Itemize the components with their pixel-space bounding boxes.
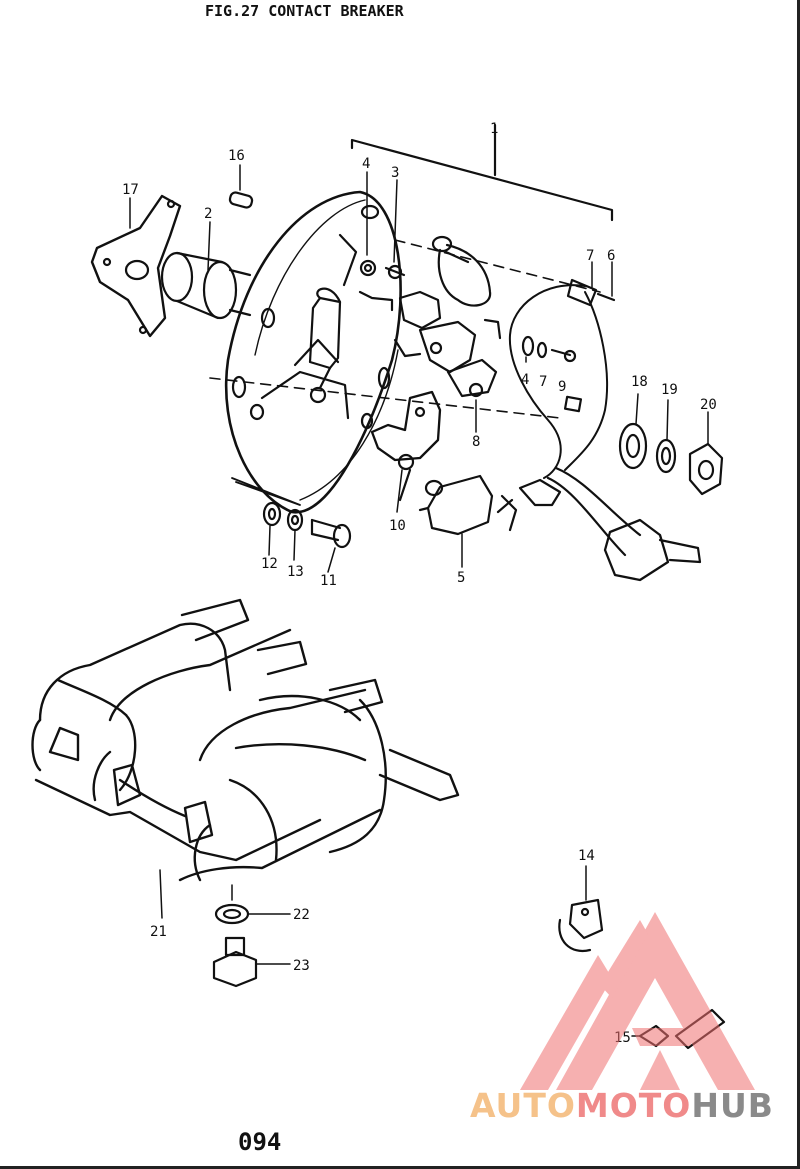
callout-4-right: 4 — [521, 372, 529, 388]
condenser-on-plate — [308, 287, 342, 404]
callout-6: 6 — [607, 248, 615, 264]
breaker-base-plate — [224, 190, 402, 514]
callout-8: 8 — [472, 434, 480, 450]
screw-11 — [310, 518, 352, 549]
page-border-bottom — [0, 1166, 800, 1169]
callout-10: 10 — [389, 518, 406, 534]
nut-20 — [688, 442, 724, 496]
callout-7-right: 7 — [539, 374, 547, 390]
callout-12: 12 — [261, 556, 278, 572]
watermark-moto: MOTO — [575, 1086, 692, 1125]
page-number: 094 — [238, 1128, 282, 1156]
figure-title: FIG.27 CONTACT BREAKER — [205, 2, 404, 20]
condenser-5 — [418, 474, 494, 536]
axis-line-upper — [394, 239, 601, 293]
callout-16: 16 — [228, 148, 245, 164]
wiring-harness — [496, 278, 702, 582]
callout-2: 2 — [204, 206, 212, 222]
watermark-text: AUTOMOTOHUB — [470, 1086, 774, 1125]
watermark-hub: HUB — [691, 1086, 774, 1125]
axis-line-lower — [231, 477, 301, 506]
cam-rotor-2 — [160, 251, 252, 320]
callout-5: 5 — [457, 570, 465, 586]
callout-23: 23 — [293, 958, 310, 974]
watermark-triangle-logo — [520, 912, 755, 1090]
leader-lines — [129, 164, 709, 1037]
callout-9-right: 9 — [558, 379, 566, 395]
callout-11: 11 — [320, 573, 337, 589]
assembly-bracket-1 — [350, 123, 614, 222]
callout-21: 21 — [150, 924, 167, 940]
watermark-auto: AUTO — [470, 1086, 576, 1125]
callout-14: 14 — [578, 848, 595, 864]
pin-16 — [228, 191, 254, 209]
callout-3: 3 — [391, 165, 399, 181]
washer-screw-set-4-7-9 — [521, 335, 577, 363]
callout-13: 13 — [287, 564, 304, 580]
ignition-coil-assembly-21 — [31, 598, 460, 882]
clip-14 — [558, 898, 604, 953]
washer-12 — [262, 501, 282, 527]
bolt-23 — [212, 936, 258, 988]
callout-22: 22 — [293, 907, 310, 923]
axis-line — [209, 377, 561, 419]
callout-7-top: 7 — [586, 248, 594, 264]
breaker-arm-10 — [370, 390, 442, 502]
breaker-points-assembly-8 — [393, 290, 502, 398]
callout-17: 17 — [122, 182, 139, 198]
callout-19: 19 — [661, 382, 678, 398]
washer-18 — [618, 422, 648, 470]
washer-22 — [214, 903, 250, 925]
callout-20: 20 — [700, 397, 717, 413]
star-plate-17 — [90, 194, 182, 338]
lock-washer-19 — [655, 438, 677, 474]
callout-4-top: 4 — [362, 156, 370, 172]
screw-set-3-4 — [358, 259, 406, 312]
callout-18: 18 — [631, 374, 648, 390]
page-border-right — [797, 0, 800, 1169]
callout-1: 1 — [490, 121, 498, 137]
callout-labels: 1 2 3 4 4 5 6 7 7 8 9 9 10 11 12 13 14 1… — [122, 121, 717, 1046]
wire-cap-3 — [431, 235, 492, 307]
